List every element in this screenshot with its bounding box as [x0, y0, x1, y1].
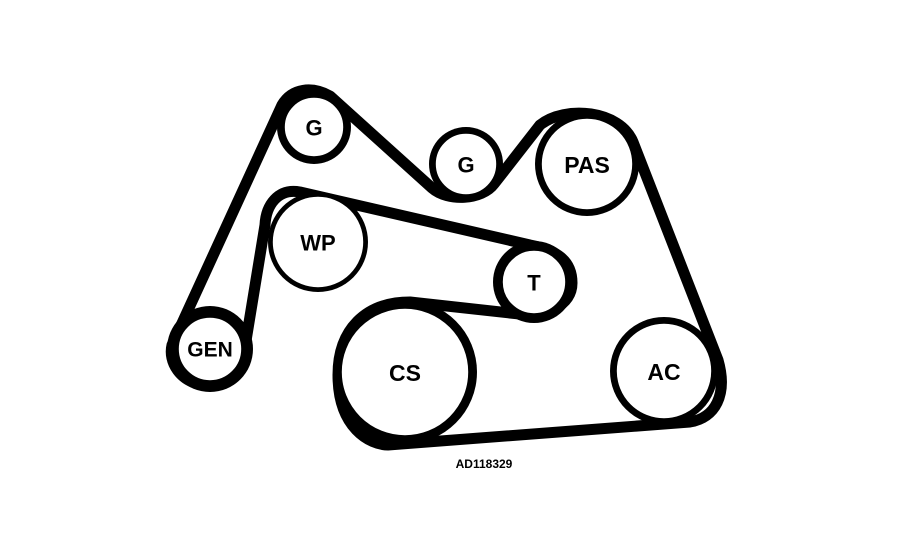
pulley-cs: CS: [333, 300, 477, 444]
pulley-label: WP: [300, 231, 335, 256]
reference-code: AD118329: [456, 457, 513, 471]
pulley-t: T: [493, 241, 575, 323]
pulley-label: GEN: [187, 339, 233, 362]
pulley-ac: AC: [610, 317, 718, 425]
pulley-g-middle: G: [429, 127, 503, 201]
pulley-label: PAS: [564, 152, 610, 178]
pulley-wp: WP: [268, 192, 368, 292]
pulley-label: T: [527, 271, 541, 296]
pulley-g-upper: G: [277, 90, 351, 164]
pulley-pas: PAS: [535, 112, 639, 216]
pulley-label: G: [305, 116, 322, 141]
pulley-label: G: [457, 153, 474, 178]
pulley-label: AC: [647, 359, 680, 385]
pulley-gen: GEN: [167, 306, 253, 392]
pulley-label: CS: [389, 360, 421, 386]
